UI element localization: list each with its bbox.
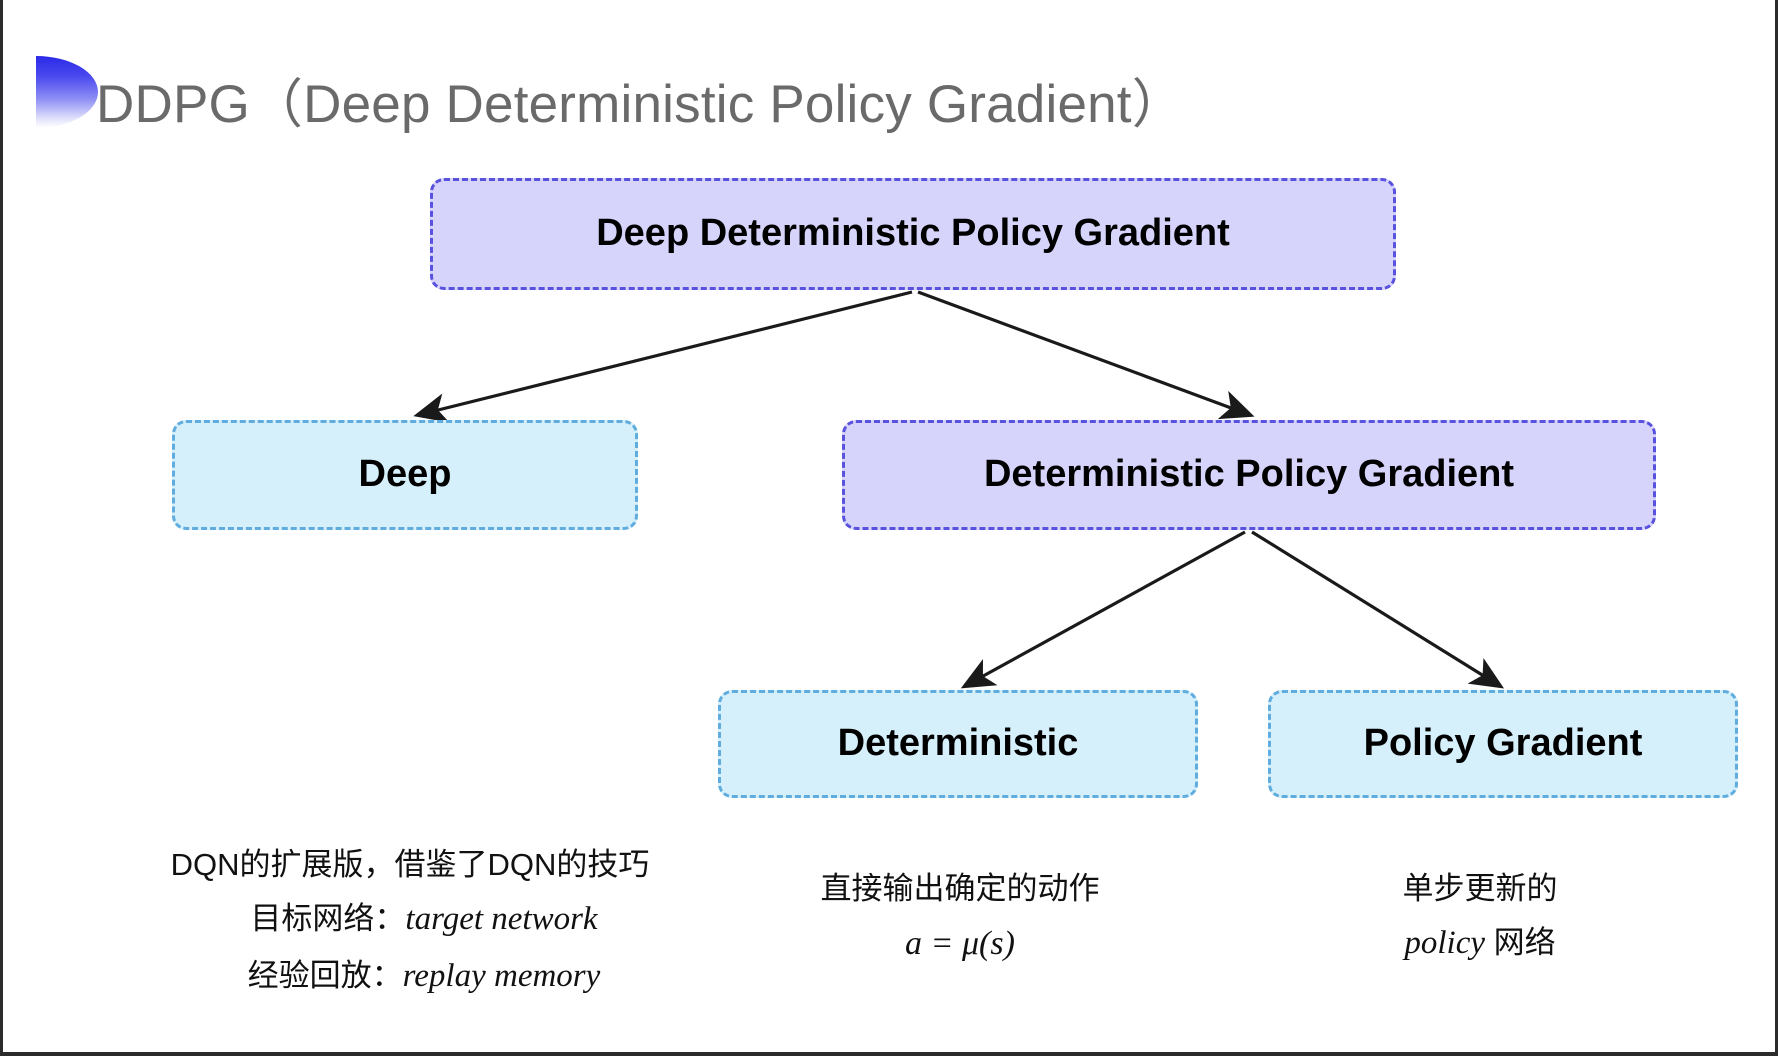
node-deterministic[interactable]: Deterministic [718,690,1198,798]
annotation-policy-gradient-suffix: 网络 [1485,925,1556,961]
page-title: DDPG（Deep Deterministic Policy Gradient） [96,75,1185,134]
annotation-policy-gradient: 单步更新的 policy 网络 [1320,862,1640,972]
annotation-deep: DQN的扩展版，借鉴了DQN的技巧 目标网络：target network 经验… [150,838,670,1005]
edge-dpg-to-deterministic [960,530,1246,689]
annotation-deep-line-1: DQN的扩展版，借鉴了DQN的技巧 [170,847,650,882]
annotation-deep-line-2-term: target network [405,901,598,938]
node-deterministic-policy-gradient[interactable]: Deterministic Policy Gradient [842,420,1656,530]
edge-dpg-to-policy-gradient [1251,530,1505,689]
edge-root-to-dpg [917,290,1255,420]
annotation-policy-gradient-line-2: policy 网络 [1320,915,1640,972]
slide-border-bottom [0,1052,1778,1056]
annotation-deep-line-2: 目标网络：target network [150,891,670,948]
annotation-policy-gradient-line-1: 单步更新的 [1402,871,1558,906]
slide-border-left [0,0,3,1056]
annotation-deep-line-2-label: 目标网络： [250,901,406,937]
node-policy-gradient[interactable]: Policy Gradient [1268,690,1738,798]
edge-root-to-deep [413,290,913,423]
slide-border-right [1775,0,1778,1056]
annotation-deterministic-formula: a = μ(s) [905,925,1015,963]
annotation-deterministic-line-1: 直接输出确定的动作 [820,871,1100,906]
annotation-deterministic: 直接输出确定的动作 a = μ(s) [780,862,1140,974]
annotation-deep-line-3-label: 经验回放： [247,958,403,994]
annotation-deep-line-3: 经验回放：replay memory [150,948,670,1005]
node-deep[interactable]: Deep [172,420,638,530]
annotation-policy-gradient-term: policy [1404,925,1485,962]
half-ellipse-gradient-bullet-icon [36,56,98,128]
annotation-deep-line-3-term: replay memory [402,958,601,995]
node-deep-deterministic-policy-gradient[interactable]: Deep Deterministic Policy Gradient [430,178,1396,290]
